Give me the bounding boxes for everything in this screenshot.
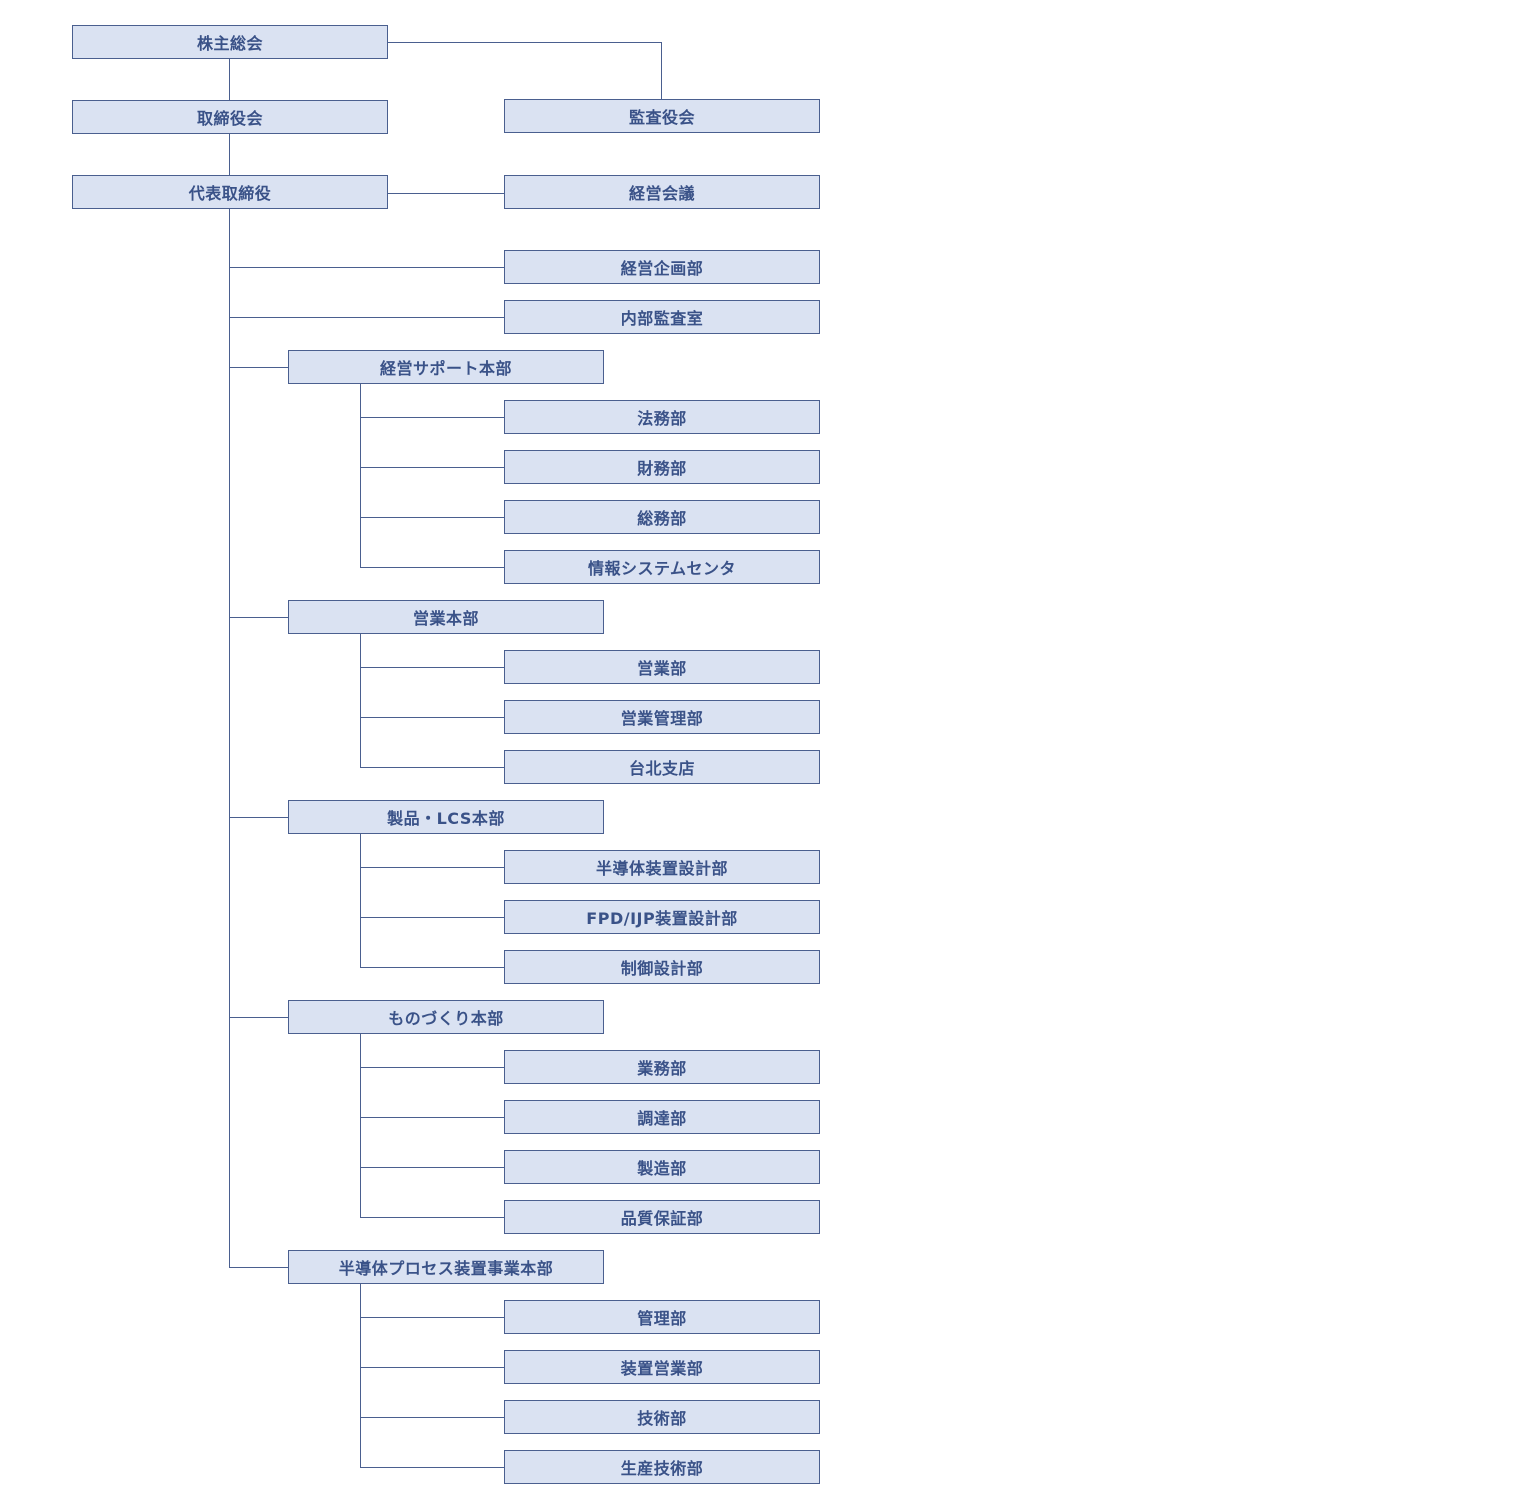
node-label: 生産技術部 — [620, 1459, 704, 1478]
dept-box: 装置営業部 — [504, 1350, 820, 1384]
node-label: 調達部 — [637, 1109, 687, 1128]
dept-box: 調達部 — [504, 1100, 820, 1134]
connector — [360, 1467, 505, 1468]
connector — [360, 717, 505, 718]
audit-board-box: 監査役会 — [504, 99, 820, 133]
president-box: 代表取締役 — [72, 175, 388, 209]
dept-box: 生産技術部 — [504, 1450, 820, 1484]
connector — [387, 42, 662, 43]
node-label: 監査役会 — [628, 108, 695, 127]
connector — [387, 193, 505, 194]
connector — [661, 42, 662, 100]
connector — [360, 1317, 505, 1318]
connector — [360, 1217, 505, 1218]
dept-box: 業務部 — [504, 1050, 820, 1084]
board-of-directors-box: 取締役会 — [72, 100, 388, 134]
node-label: 営業部 — [637, 659, 687, 678]
node-label: 業務部 — [637, 1059, 687, 1078]
connector — [360, 1167, 505, 1168]
semiconductor-process-hq-box: 半導体プロセス装置事業本部 — [288, 1250, 604, 1284]
node-label: 経営企画部 — [620, 259, 704, 278]
connector — [229, 209, 230, 1268]
connector — [360, 1367, 505, 1368]
connector — [229, 267, 505, 268]
connector — [360, 1284, 361, 1468]
dept-box: FPD/IJP装置設計部 — [504, 900, 820, 934]
node-label: 製造部 — [637, 1159, 687, 1178]
connector — [360, 834, 361, 968]
connector — [360, 467, 505, 468]
node-label: 内部監査室 — [620, 309, 704, 328]
connector — [360, 384, 361, 568]
connector — [229, 617, 289, 618]
connector — [360, 917, 505, 918]
connector — [360, 634, 361, 768]
node-label: 情報システムセンタ — [587, 559, 737, 578]
node-label: 取締役会 — [196, 109, 263, 128]
connector — [360, 1067, 505, 1068]
node-label: 経営会議 — [628, 184, 695, 203]
connector — [229, 817, 289, 818]
node-label: 代表取締役 — [188, 184, 272, 203]
sales-hq-box: 営業本部 — [288, 600, 604, 634]
support-hq-box: 経営サポート本部 — [288, 350, 604, 384]
node-label: 半導体プロセス装置事業本部 — [338, 1259, 554, 1278]
connector — [360, 967, 505, 968]
connector — [229, 1017, 289, 1018]
product-lcs-hq-box: 製品・LCS本部 — [288, 800, 604, 834]
node-label: ものづくり本部 — [388, 1009, 504, 1028]
dept-box: 管理部 — [504, 1300, 820, 1334]
dept-box: 台北支店 — [504, 750, 820, 784]
dept-box: 財務部 — [504, 450, 820, 484]
connector — [360, 1034, 361, 1218]
node-label: 営業管理部 — [620, 709, 704, 728]
corporate-planning-box: 経営企画部 — [504, 250, 820, 284]
node-label: 制御設計部 — [620, 959, 704, 978]
dept-box: 製造部 — [504, 1150, 820, 1184]
node-label: 装置営業部 — [620, 1359, 704, 1378]
dept-box: 情報システムセンタ — [504, 550, 820, 584]
connector — [229, 134, 230, 176]
dept-box: 法務部 — [504, 400, 820, 434]
dept-box: 営業部 — [504, 650, 820, 684]
dept-box: 半導体装置設計部 — [504, 850, 820, 884]
dept-box: 制御設計部 — [504, 950, 820, 984]
connector — [229, 59, 230, 101]
monozukuri-hq-box: ものづくり本部 — [288, 1000, 604, 1034]
node-label: 技術部 — [637, 1409, 687, 1428]
connector — [360, 567, 505, 568]
connector — [360, 517, 505, 518]
shareholders-meeting-box: 株主総会 — [72, 25, 388, 59]
node-label: 財務部 — [637, 459, 687, 478]
node-label: 営業本部 — [412, 609, 479, 628]
connector — [229, 1267, 289, 1268]
dept-box: 営業管理部 — [504, 700, 820, 734]
connector — [360, 1117, 505, 1118]
connector — [360, 767, 505, 768]
node-label: 半導体装置設計部 — [595, 859, 728, 878]
node-label: 製品・LCS本部 — [387, 809, 505, 828]
node-label: FPD/IJP装置設計部 — [586, 909, 738, 928]
connector — [360, 1417, 505, 1418]
node-label: 管理部 — [637, 1309, 687, 1328]
connector — [229, 317, 505, 318]
internal-audit-box: 内部監査室 — [504, 300, 820, 334]
dept-box: 品質保証部 — [504, 1200, 820, 1234]
connector — [360, 667, 505, 668]
management-meeting-box: 経営会議 — [504, 175, 820, 209]
node-label: 総務部 — [637, 509, 687, 528]
node-label: 法務部 — [637, 409, 687, 428]
node-label: 品質保証部 — [620, 1209, 704, 1228]
dept-box: 総務部 — [504, 500, 820, 534]
node-label: 台北支店 — [628, 759, 695, 778]
node-label: 株主総会 — [196, 34, 263, 53]
connector — [360, 867, 505, 868]
node-label: 経営サポート本部 — [379, 359, 512, 378]
connector — [229, 367, 289, 368]
dept-box: 技術部 — [504, 1400, 820, 1434]
connector — [360, 417, 505, 418]
